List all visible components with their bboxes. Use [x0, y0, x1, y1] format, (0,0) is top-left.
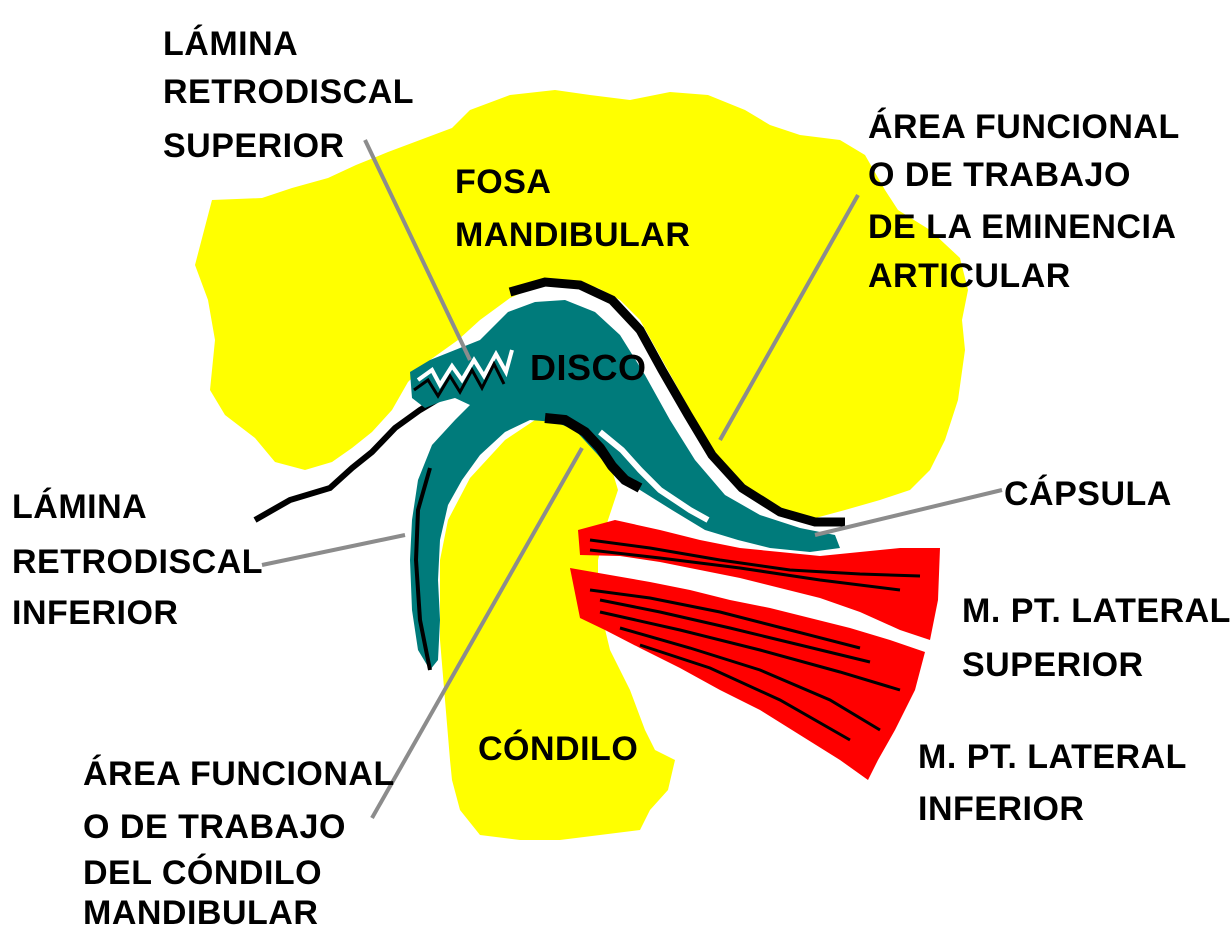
svg-text:INFERIOR: INFERIOR	[12, 594, 178, 632]
svg-text:INFERIOR: INFERIOR	[918, 790, 1084, 828]
svg-text:MANDIBULAR: MANDIBULAR	[455, 216, 690, 254]
svg-text:FOSA: FOSA	[455, 163, 551, 201]
svg-text:LÁMINA: LÁMINA	[12, 488, 147, 526]
svg-text:RETRODISCAL: RETRODISCAL	[163, 73, 414, 111]
svg-text:ÁREA FUNCIONAL: ÁREA FUNCIONAL	[868, 108, 1180, 146]
svg-text:M. PT. LATERAL: M. PT. LATERAL	[962, 592, 1230, 630]
label-capsula: CÁPSULA	[1004, 475, 1172, 513]
svg-text:RETRODISCAL: RETRODISCAL	[12, 543, 263, 581]
svg-text:MANDIBULAR: MANDIBULAR	[83, 894, 318, 928]
label-condilo: CÓNDILO	[478, 730, 638, 768]
label-disco: DISCO	[530, 347, 647, 388]
label-pt-inferior: M. PT. LATERAL INFERIOR	[918, 738, 1187, 828]
label-pt-superior: M. PT. LATERAL SUPERIOR	[962, 592, 1230, 684]
label-lamina-superior: LÁMINA RETRODISCAL SUPERIOR	[163, 25, 414, 165]
svg-text:LÁMINA: LÁMINA	[163, 25, 298, 63]
svg-text:O DE TRABAJO: O DE TRABAJO	[83, 808, 346, 846]
label-area-eminencia: ÁREA FUNCIONAL O DE TRABAJO DE LA EMINEN…	[868, 108, 1180, 295]
svg-text:SUPERIOR: SUPERIOR	[962, 646, 1144, 684]
svg-text:ARTICULAR: ARTICULAR	[868, 257, 1071, 295]
leader-lamina-inferior	[262, 535, 405, 565]
svg-text:SUPERIOR: SUPERIOR	[163, 127, 345, 165]
svg-text:DEL CÓNDILO: DEL CÓNDILO	[83, 854, 322, 892]
label-area-condilo: ÁREA FUNCIONAL O DE TRABAJO DEL CÓNDILO …	[83, 755, 395, 928]
svg-text:M. PT. LATERAL: M. PT. LATERAL	[918, 738, 1187, 776]
label-lamina-inferior: LÁMINA RETRODISCAL INFERIOR	[12, 488, 263, 632]
svg-text:O DE TRABAJO: O DE TRABAJO	[868, 156, 1131, 194]
svg-text:DE LA EMINENCIA: DE LA EMINENCIA	[868, 208, 1176, 246]
svg-text:ÁREA FUNCIONAL: ÁREA FUNCIONAL	[83, 755, 395, 793]
